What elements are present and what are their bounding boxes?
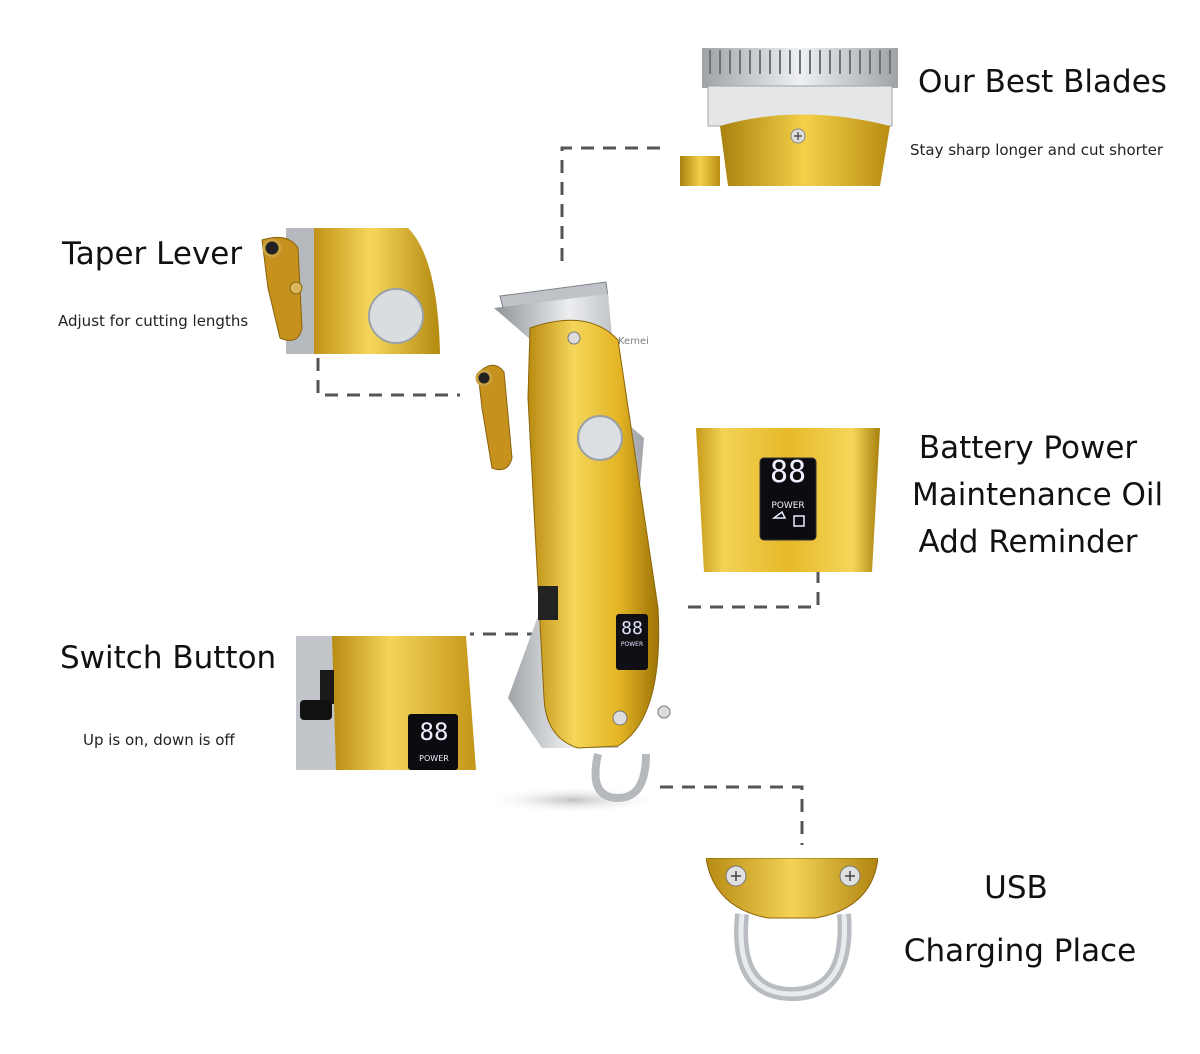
taper-lever-closeup-image (261, 228, 440, 354)
switch-subtitle: Up is on, down is off (83, 731, 235, 749)
blades-title: Our Best Blades (918, 64, 1167, 100)
switch-display-label: POWER (419, 754, 449, 763)
clipper-main-image (475, 281, 671, 814)
battery-display-label: POWER (771, 501, 805, 511)
battery-line-1: Battery Power (918, 430, 1138, 466)
battery-line-3: Add Reminder (918, 524, 1138, 560)
switch-display-digits: 88 (419, 718, 449, 746)
usb-line-1: USB (984, 870, 1048, 906)
battery-display-digits: 88 (769, 455, 807, 490)
taper-title: Taper Lever (62, 236, 243, 272)
taper-subtitle: Adjust for cutting lengths (58, 312, 249, 330)
usb-ring-closeup-image (706, 858, 878, 1002)
switch-closeup-image (296, 636, 476, 770)
battery-line-2: Maintenance Oil (912, 477, 1164, 513)
clipper-display-label: POWER (620, 641, 644, 648)
blade-closeup-image (680, 48, 898, 186)
clipper-brand-badge: Kemei (618, 336, 649, 347)
switch-title: Switch Button (60, 640, 277, 676)
usb-line-2: Charging Place (903, 933, 1137, 969)
clipper-display-digits: 88 (621, 618, 643, 639)
battery-display-closeup-image (696, 428, 880, 572)
blades-subtitle: Stay sharp longer and cut shorter (910, 141, 1164, 159)
